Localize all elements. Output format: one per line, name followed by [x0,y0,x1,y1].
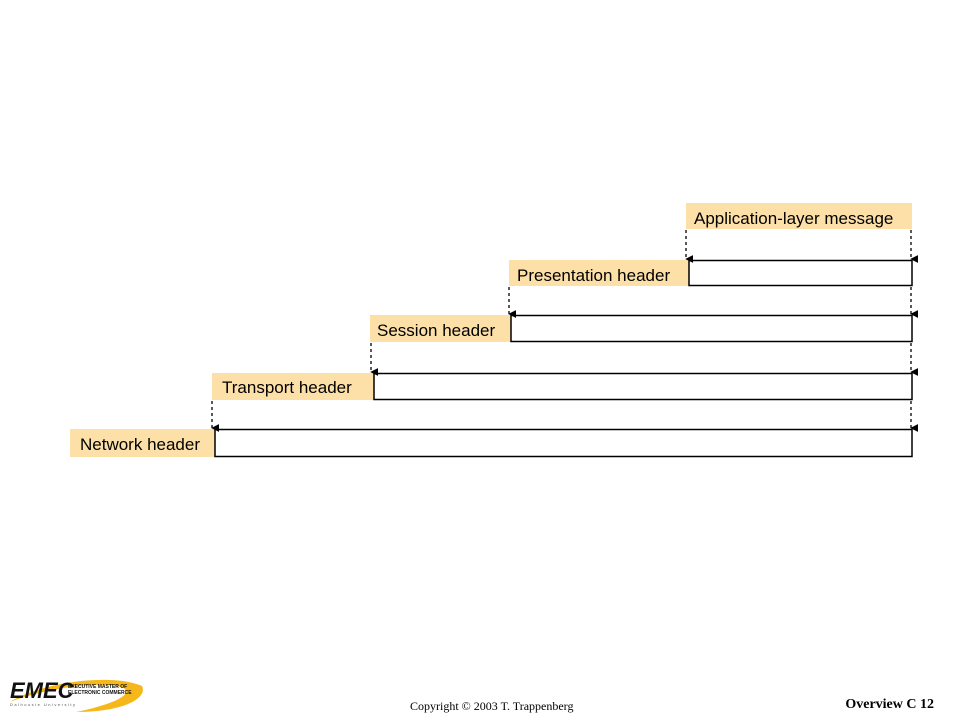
network-header-box [70,429,215,457]
network-payload-box [214,428,913,458]
session-header-box [370,315,511,342]
network-header-label: Network header [80,435,200,454]
presentation-header-box [509,260,689,286]
presentation-header-label: Presentation header [517,266,670,285]
session-payload-box [510,314,913,343]
logo-subtitle-line1: EXECUTIVE MASTER OF [68,684,127,690]
transport-header-label: Transport header [222,378,352,397]
transport-header-box [212,373,374,400]
application-message-box [686,203,912,229]
logo-name: EMEC [10,678,75,703]
logo-university: Dalhousie University [10,702,76,707]
logo-subtitle-line2: ELECTRONIC COMMERCE [68,690,132,696]
session-header-label: Session header [377,321,495,340]
transport-payload-box [373,372,913,401]
slide-label: Overview C 12 [845,697,934,712]
presentation-payload-box [688,259,913,287]
emec-logo: EMEC EXECUTIVE MASTER OF ELECTRONIC COMM… [10,678,143,712]
copyright-text: Copyright © 2003 T. Trappenberg [410,699,574,713]
application-message-label: Application-layer message [694,209,893,228]
